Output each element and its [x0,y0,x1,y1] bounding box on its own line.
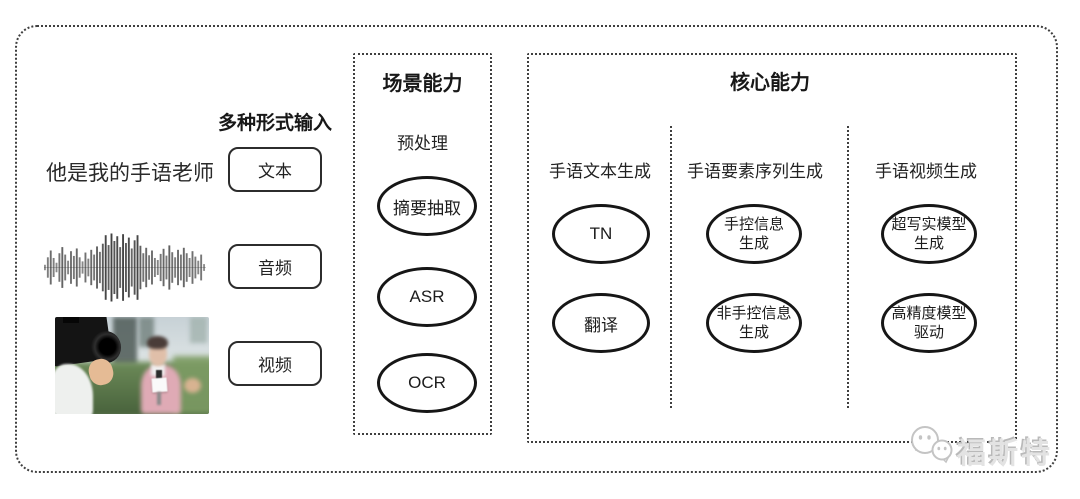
big-bubble-eye [918,435,923,440]
core-capability-box [527,53,1017,443]
node-asr: ASR [377,267,477,327]
column-label-sl-text-generation: 手语文本生成 [549,162,651,181]
node-ocr: OCR [377,353,477,413]
scene-box-subtitle: 预处理 [397,134,448,153]
column-separator [847,126,849,408]
node-tn: TN [552,204,650,264]
core-box-title: 核心能力 [730,72,810,94]
small-bubble-eye [943,446,947,451]
photo-building [190,317,207,343]
photo-reporter-hair [147,336,168,349]
photo-reporter-hand [184,378,201,393]
node-hyperrealistic-model-generation: 超写实模型 生成 [881,204,977,264]
big-bubble [911,426,939,454]
video-input-node: 视频 [228,341,322,386]
photo-microphone-stick [157,392,161,405]
sample-input-text: 他是我的手语老师 [46,162,214,185]
photo-camera-knob [63,317,79,323]
text-input-node: 文本 [228,147,322,192]
audio-input-node: 音频 [228,244,322,289]
node-summary-extraction: 摘要抽取 [377,176,477,236]
node-manual-info-generation: 手控信息 生成 [706,204,802,264]
node-translation: 翻译 [552,293,650,353]
small-bubble-eye [937,446,941,451]
column-label-sl-element-sequence-generation: 手语要素序列生成 [687,162,823,181]
column-label-sl-video-generation: 手语视频生成 [875,162,977,181]
scene-capability-box [353,53,492,435]
small-bubble [931,439,953,461]
photo-microphone-flag [151,377,168,393]
outer-dashed-border [15,25,1058,473]
input-section-heading: 多种形式输入 [217,113,332,134]
photo-microphone-head [156,370,162,379]
node-non-manual-info-generation: 非手控信息 生成 [706,293,802,353]
watermark-text: 福斯特 [957,438,1054,470]
big-bubble-eye [927,435,931,440]
audio-waveform-icon [44,233,206,302]
wechat-chat-bubbles-icon [911,426,953,464]
scene-box-title: 场景能力 [382,73,463,95]
news-interview-photo [55,317,209,414]
waveform-bars [44,233,206,302]
column-separator [670,126,672,408]
node-high-precision-model-driving: 高精度模型 驱动 [881,293,977,353]
